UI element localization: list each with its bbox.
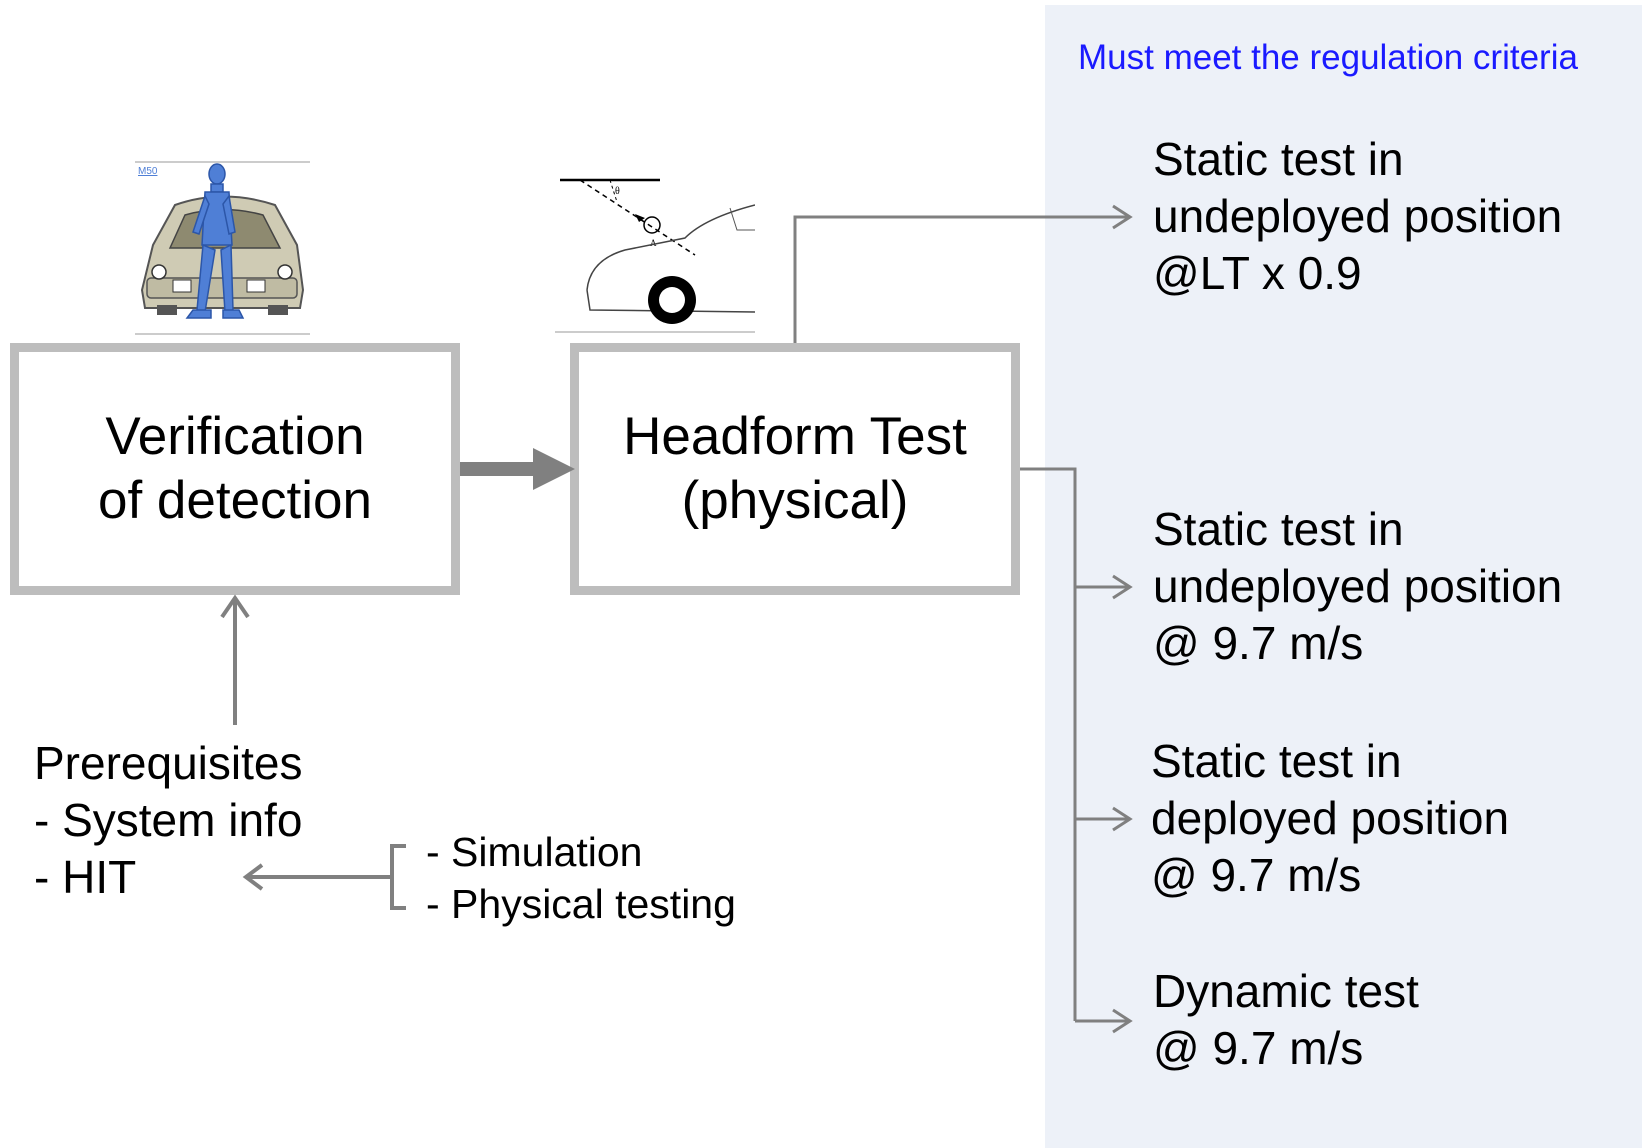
- result-4-line2: @ 9.7 m/s: [1153, 1022, 1364, 1074]
- regulation-criteria-region: [1045, 5, 1642, 1148]
- source-physical-testing: - Physical testing: [426, 881, 736, 927]
- verification-to-headform-arrow: [460, 448, 575, 490]
- headform-test-box: Headform Test (physical): [570, 343, 1020, 595]
- sources-block: - Simulation - Physical testing: [426, 826, 736, 930]
- svg-text:θ: θ: [615, 186, 620, 197]
- prerequisites-to-verification-arrow: [220, 594, 250, 725]
- headform-line1: Headform Test: [623, 407, 967, 466]
- result-3-line3: @ 9.7 m/s: [1151, 849, 1362, 901]
- result-3-line2: deployed position: [1151, 792, 1510, 844]
- headform-impact-illustration: θ A: [555, 170, 755, 335]
- result-1-line1: Static test in: [1153, 133, 1404, 185]
- result-2-line1: Static test in: [1153, 503, 1404, 555]
- regulation-criteria-caption: Must meet the regulation criteria: [1078, 38, 1578, 77]
- svg-text:A: A: [650, 238, 657, 248]
- result-2-line3: @ 9.7 m/s: [1153, 617, 1364, 669]
- result-dynamic-9-7: Dynamic test @ 9.7 m/s: [1153, 963, 1419, 1077]
- result-2-line2: undeployed position: [1153, 560, 1563, 612]
- source-simulation: - Simulation: [426, 829, 643, 875]
- prerequisites-item-hit: - HIT: [34, 851, 137, 903]
- headform-line2: (physical): [681, 471, 909, 530]
- verification-box: Verification of detection: [10, 343, 460, 595]
- headform-to-results-trunk: [1020, 467, 1133, 1034]
- prerequisites-item-system-info: - System info: [34, 794, 303, 846]
- result-4-line1: Dynamic test: [1153, 965, 1419, 1017]
- sources-bracket: [242, 844, 406, 910]
- headform-to-first-result-connector: [793, 204, 1133, 343]
- dummy-label: M50: [138, 166, 158, 177]
- prerequisites-title: Prerequisites: [34, 737, 303, 789]
- pedestrian-car-illustration: M50: [135, 160, 310, 335]
- verification-line2: of detection: [97, 471, 373, 530]
- result-1-line2: undeployed position: [1153, 190, 1563, 242]
- prerequisites-block: Prerequisites - System info - HIT: [34, 735, 302, 906]
- verification-line1: Verification: [105, 407, 365, 466]
- result-1-line3: @LT x 0.9: [1153, 247, 1362, 299]
- result-static-deployed-9-7: Static test in deployed position @ 9.7 m…: [1151, 733, 1509, 904]
- result-static-undeployed-9-7: Static test in undeployed position @ 9.7…: [1153, 501, 1562, 672]
- result-3-line1: Static test in: [1151, 735, 1402, 787]
- result-static-undeployed-lt: Static test in undeployed position @LT x…: [1153, 131, 1562, 302]
